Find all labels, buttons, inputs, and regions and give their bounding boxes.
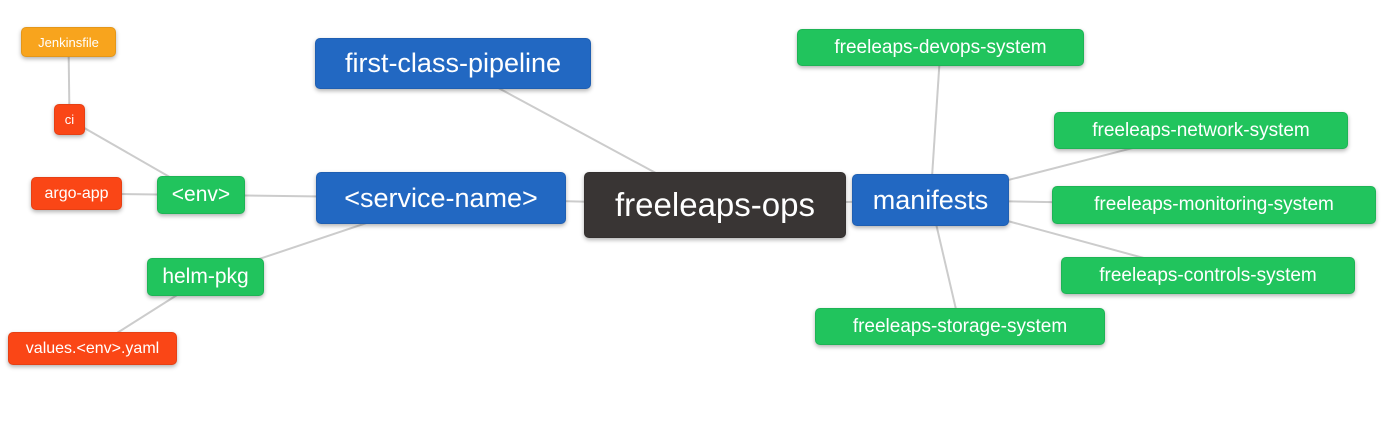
node-freeleaps-monitoring-system[interactable]: freeleaps-monitoring-system [1052, 186, 1376, 224]
node-jenkinsfile[interactable]: Jenkinsfile [21, 27, 116, 57]
node-first-class-pipeline[interactable]: first-class-pipeline [315, 38, 591, 89]
node-freeleaps-network-system[interactable]: freeleaps-network-system [1054, 112, 1348, 149]
node-manifests[interactable]: manifests [852, 174, 1009, 226]
node-freeleaps-devops-system[interactable]: freeleaps-devops-system [797, 29, 1084, 66]
node-env[interactable]: <env> [157, 176, 245, 214]
node-values-env-yaml[interactable]: values.<env>.yaml [8, 332, 177, 365]
node-freeleaps-ops[interactable]: freeleaps-ops [584, 172, 846, 238]
node-argo-app[interactable]: argo-app [31, 177, 122, 210]
node-freeleaps-storage-system[interactable]: freeleaps-storage-system [815, 308, 1105, 345]
node-ci[interactable]: ci [54, 104, 85, 135]
node-freeleaps-controls-system[interactable]: freeleaps-controls-system [1061, 257, 1355, 294]
node-helm-pkg[interactable]: helm-pkg [147, 258, 264, 296]
node-service-name[interactable]: <service-name> [316, 172, 566, 224]
